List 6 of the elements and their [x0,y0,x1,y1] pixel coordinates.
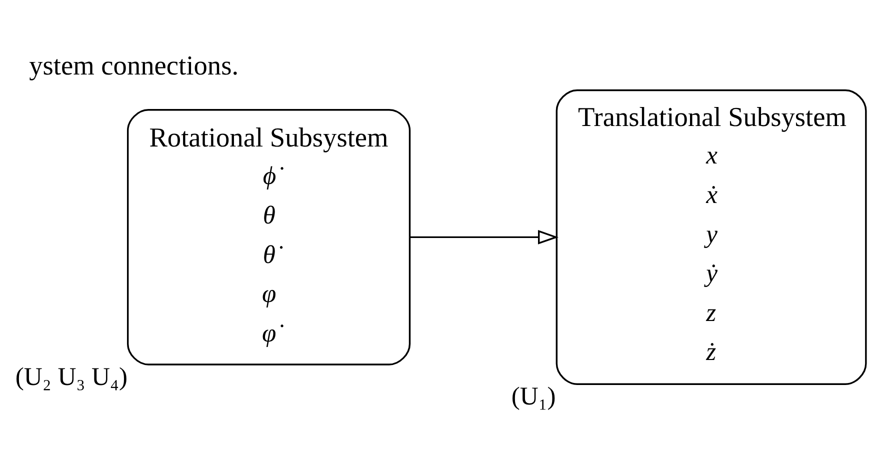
node-box: Translational Subsystem x ẋ y ẏ z ż [556,89,867,385]
caption: ystem connections. [29,50,239,81]
arrow [410,230,559,244]
node-box: Rotational Subsystem ϕ̇ θ θ̇ φ φ̇ [126,109,411,366]
node-label: (U₁) [511,382,556,411]
node-label: (U₂ U₃ U₄) [15,362,128,391]
